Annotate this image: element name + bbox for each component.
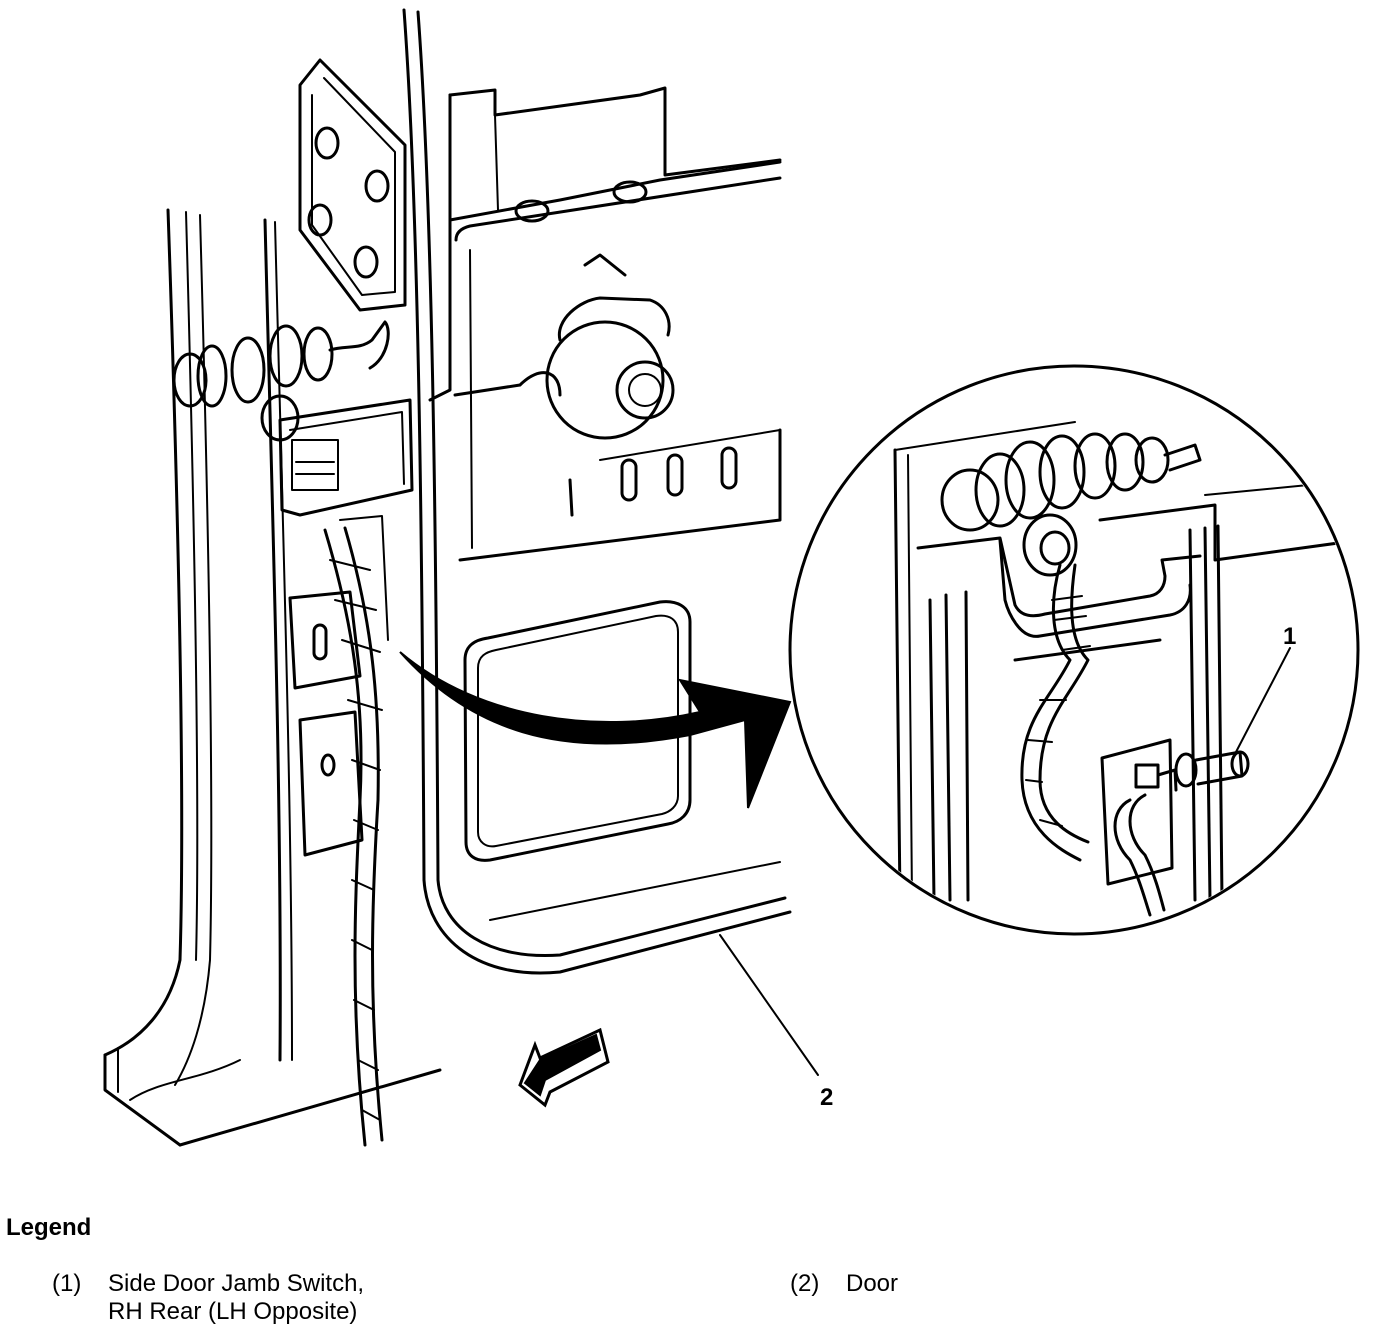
legend-item-1-line1: Side Door Jamb Switch, <box>108 1270 365 1297</box>
legend-item-1-line2: RH Rear (LH Opposite) <box>108 1298 358 1325</box>
callout-1: 1 <box>1283 623 1296 650</box>
legend-item-1: (1) Side Door Jamb Switch, RH Rear (LH O… <box>52 1270 472 1330</box>
legend-item-2: (2) Door <box>790 1270 990 1300</box>
legend-item-2-number: (2) <box>790 1270 820 1297</box>
legend-item-1-number: (1) <box>52 1270 82 1297</box>
door-jamb-switch-illustration: 1 2 <box>103 8 1360 1147</box>
callout-2: 2 <box>820 1084 833 1111</box>
body-pillar <box>103 58 442 1147</box>
door <box>402 8 819 1076</box>
forward-direction-arrow <box>518 1027 610 1108</box>
legend-title: Legend <box>6 1214 92 1241</box>
detail-view <box>788 364 1360 936</box>
detail-arrow <box>399 651 792 809</box>
legend-item-2-line1: Door <box>846 1270 899 1297</box>
